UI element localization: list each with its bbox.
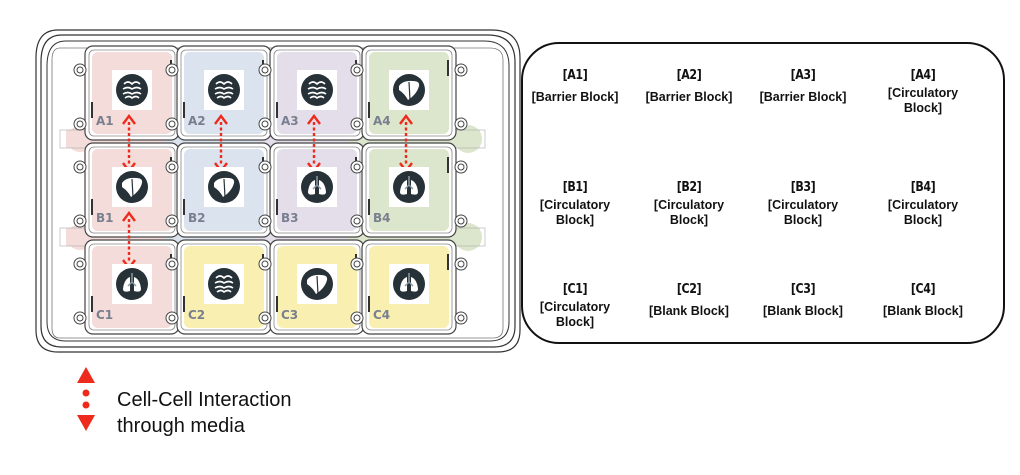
block-cell-b3: [B3] [Circulatory Block] — [743, 180, 863, 228]
block-cell-c1: [C1] [Circulatory Block] — [515, 282, 635, 330]
block-id: [A2] — [676, 68, 702, 83]
block-type: [Blank Block] — [763, 304, 843, 318]
tile-icon-box — [112, 167, 152, 207]
legend-line-1: Cell-Cell Interaction — [117, 389, 292, 411]
tile-label: A1 — [96, 114, 114, 128]
block-type: [Blank Block] — [649, 304, 729, 318]
block-cell-c3: [C3] [Blank Block] — [743, 282, 863, 319]
tile-label: C1 — [96, 308, 114, 322]
legend: Cell-Cell Interaction through media — [75, 365, 375, 440]
lungs-icon — [393, 171, 425, 203]
legend-line-2: through media — [117, 415, 245, 437]
liver-icon — [301, 268, 333, 300]
tile-label: C2 — [188, 308, 206, 322]
tile-icon-box — [112, 264, 152, 304]
block-cell-a4: [A4] [Circulatory Block] — [863, 68, 983, 116]
block-type: [Barrier Block] — [759, 90, 847, 104]
block-cell-c2: [C2] [Blank Block] — [629, 282, 749, 319]
tile-label: A2 — [188, 114, 206, 128]
intestine-icon — [116, 74, 148, 106]
block-cell-c4: [C4] [Blank Block] — [863, 282, 983, 319]
legend-text: Cell-Cell Interaction through media — [117, 387, 292, 439]
channel-port — [454, 125, 482, 153]
liver-icon — [116, 171, 148, 203]
double-arrow-dotted-icon — [77, 367, 95, 431]
block-type: [Circulatory Block] — [539, 300, 611, 329]
tile-icon-box — [389, 264, 429, 304]
intestine-icon — [208, 74, 240, 106]
block-id: [C4] — [910, 282, 936, 297]
tile-icon-box — [297, 70, 337, 110]
tile-icon-box — [204, 167, 244, 207]
block-type: [Circulatory Block] — [887, 198, 959, 227]
block-cell-b1: [B1] [Circulatory Block] — [515, 180, 635, 228]
block-id: [A3] — [790, 68, 816, 83]
tile-icon-box — [389, 167, 429, 207]
tile-label: B2 — [188, 211, 206, 225]
tile-icon-box — [112, 70, 152, 110]
tile-label: B1 — [96, 211, 114, 225]
tile-label: A3 — [281, 114, 299, 128]
tile-icon-box — [204, 264, 244, 304]
block-cell-a3: [A3] [Barrier Block] — [743, 68, 863, 105]
block-id: [B3] — [790, 180, 816, 195]
block-cell-a2: [A2] [Barrier Block] — [629, 68, 749, 105]
tile-icon-box — [204, 70, 244, 110]
well-plate — [35, 29, 521, 353]
liver-icon — [208, 171, 240, 203]
tile-icon-box — [389, 70, 429, 110]
block-type: [Circulatory Block] — [767, 198, 839, 227]
plate-frame — [35, 29, 521, 353]
intestine-icon — [208, 268, 240, 300]
block-id: [B2] — [676, 180, 702, 195]
block-type: [Circulatory Block] — [539, 198, 611, 227]
tile-icon-box — [297, 167, 337, 207]
liver-icon — [393, 74, 425, 106]
tile-label: B3 — [281, 211, 299, 225]
block-id: [C3] — [790, 282, 816, 297]
tile-label: A4 — [373, 114, 391, 128]
block-type: [Barrier Block] — [645, 90, 733, 104]
block-type: [Circulatory Block] — [653, 198, 725, 227]
block-id: [C1] — [562, 282, 588, 297]
tile-label: C3 — [281, 308, 299, 322]
tile-label: C4 — [373, 308, 391, 322]
channel-port — [454, 223, 482, 251]
tile-icon-box — [297, 264, 337, 304]
block-type: [Barrier Block] — [531, 90, 619, 104]
block-id: [A4] — [910, 68, 936, 83]
lungs-icon — [116, 268, 148, 300]
block-cell-a1: [A1] [Barrier Block] — [515, 68, 635, 105]
block-id: [C2] — [676, 282, 702, 297]
block-id: [B1] — [562, 180, 588, 195]
lungs-icon — [393, 268, 425, 300]
block-type: [Circulatory Block] — [887, 86, 959, 115]
block-id: [B4] — [910, 180, 936, 195]
intestine-icon — [301, 74, 333, 106]
block-cell-b4: [B4] [Circulatory Block] — [863, 180, 983, 228]
block-cell-b2: [B2] [Circulatory Block] — [629, 180, 749, 228]
block-type: [Blank Block] — [883, 304, 963, 318]
lungs-icon — [301, 171, 333, 203]
block-id: [A1] — [562, 68, 588, 83]
tile-label: B4 — [373, 211, 391, 225]
block-legend-panel: [A1][Barrier Block][A2][Barrier Block][A… — [521, 42, 1005, 344]
